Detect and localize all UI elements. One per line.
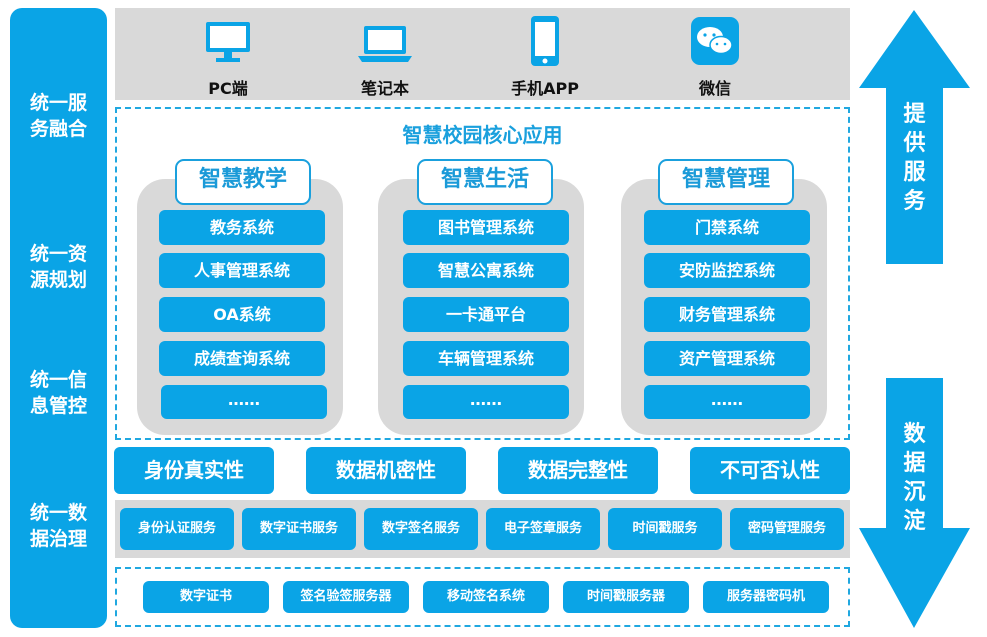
arrow-label-char: 沉 xyxy=(903,480,926,505)
system-item[interactable]: 成绩查询系统 xyxy=(159,341,325,376)
principle-data-governance: 统一数 据治理 xyxy=(29,502,87,550)
property-data-confidentiality: 数据机密性 xyxy=(306,447,466,494)
system-item-more[interactable]: …… xyxy=(644,385,810,419)
device-wechat: 微信 xyxy=(655,8,775,100)
arrow-label-char: 供 xyxy=(903,131,926,156)
system-item-more[interactable]: …… xyxy=(161,385,327,419)
principle-service-fusion: 统一服 务融合 xyxy=(29,92,87,140)
phone-icon xyxy=(531,16,559,66)
service-item[interactable]: 身份认证服务 xyxy=(120,508,234,550)
device-label: PC端 xyxy=(208,79,248,98)
system-item[interactable]: 人事管理系统 xyxy=(159,253,325,288)
property-data-integrity: 数据完整性 xyxy=(498,447,658,494)
system-item[interactable]: 一卡通平台 xyxy=(403,297,569,332)
device-laptop: 笔记本 xyxy=(325,8,445,100)
service-item[interactable]: 数字证书服务 xyxy=(242,508,356,550)
system-item[interactable]: 教务系统 xyxy=(159,210,325,245)
system-item[interactable]: OA系统 xyxy=(159,297,325,332)
laptop-icon xyxy=(358,26,412,62)
provide-services-arrow: 提 供 服 务 xyxy=(857,8,972,266)
core-title: 智慧校园核心应用 xyxy=(402,123,563,147)
service-item[interactable]: 数字签名服务 xyxy=(364,508,478,550)
wechat-icon xyxy=(691,17,739,65)
arrow-label-char: 提 xyxy=(903,102,926,127)
core-applications-frame: 智慧校园核心应用 智慧教学 教务系统 人事管理系统 OA系统 成绩查询系统 ……… xyxy=(115,107,850,440)
property-non-repudiation: 不可否认性 xyxy=(690,447,850,494)
access-devices-row: PC端 笔记本 手机APP 微信 xyxy=(115,8,850,100)
service-item[interactable]: 时间戳服务 xyxy=(608,508,722,550)
system-item[interactable]: 图书管理系统 xyxy=(403,210,569,245)
arrow-label-char: 服 xyxy=(903,160,926,185)
group-title: 智慧教学 xyxy=(175,159,311,205)
system-item[interactable]: 财务管理系统 xyxy=(644,297,810,332)
infra-item[interactable]: 时间戳服务器 xyxy=(563,581,689,613)
group-title: 智慧管理 xyxy=(658,159,794,205)
group-title: 智慧生活 xyxy=(417,159,553,205)
system-item[interactable]: 安防监控系统 xyxy=(644,253,810,288)
system-item[interactable]: 资产管理系统 xyxy=(644,341,810,376)
device-label: 微信 xyxy=(698,79,731,98)
system-item[interactable]: 智慧公寓系统 xyxy=(403,253,569,288)
system-item[interactable]: 车辆管理系统 xyxy=(403,341,569,376)
property-identity-authenticity: 身份真实性 xyxy=(114,447,274,494)
security-services-row: 身份认证服务 数字证书服务 数字签名服务 电子签章服务 时间戳服务 密码管理服务 xyxy=(115,500,850,558)
service-item[interactable]: 电子签章服务 xyxy=(486,508,600,550)
arrow-up-icon xyxy=(859,10,970,264)
device-label: 笔记本 xyxy=(360,79,409,98)
infra-item[interactable]: 服务器密码机 xyxy=(703,581,829,613)
device-pc: PC端 xyxy=(168,8,288,100)
infrastructure-frame: 数字证书 签名验签服务器 移动签名系统 时间戳服务器 服务器密码机 xyxy=(115,567,850,627)
principles-column: 统一服 务融合 统一资 源规划 统一信 息管控 统一数 据治理 xyxy=(10,8,107,628)
arrow-label-char: 淀 xyxy=(903,509,926,534)
device-phone: 手机APP xyxy=(485,8,605,100)
data-precipitation-arrow: 数 据 沉 淀 xyxy=(857,376,972,630)
arrow-label-char: 据 xyxy=(903,451,926,476)
device-label: 手机APP xyxy=(511,79,579,98)
system-item-more[interactable]: …… xyxy=(403,385,569,419)
infra-item[interactable]: 数字证书 xyxy=(143,581,269,613)
system-item[interactable]: 门禁系统 xyxy=(644,210,810,245)
infra-item[interactable]: 签名验签服务器 xyxy=(283,581,409,613)
principle-resource-planning: 统一资 源规划 xyxy=(29,243,87,291)
infra-item[interactable]: 移动签名系统 xyxy=(423,581,549,613)
arrow-label-char: 数 xyxy=(903,422,926,447)
arrow-label-char: 务 xyxy=(903,189,926,214)
principle-info-control: 统一信 息管控 xyxy=(29,369,87,417)
service-item[interactable]: 密码管理服务 xyxy=(730,508,844,550)
monitor-icon xyxy=(206,22,250,62)
arrow-down-icon xyxy=(859,378,970,628)
